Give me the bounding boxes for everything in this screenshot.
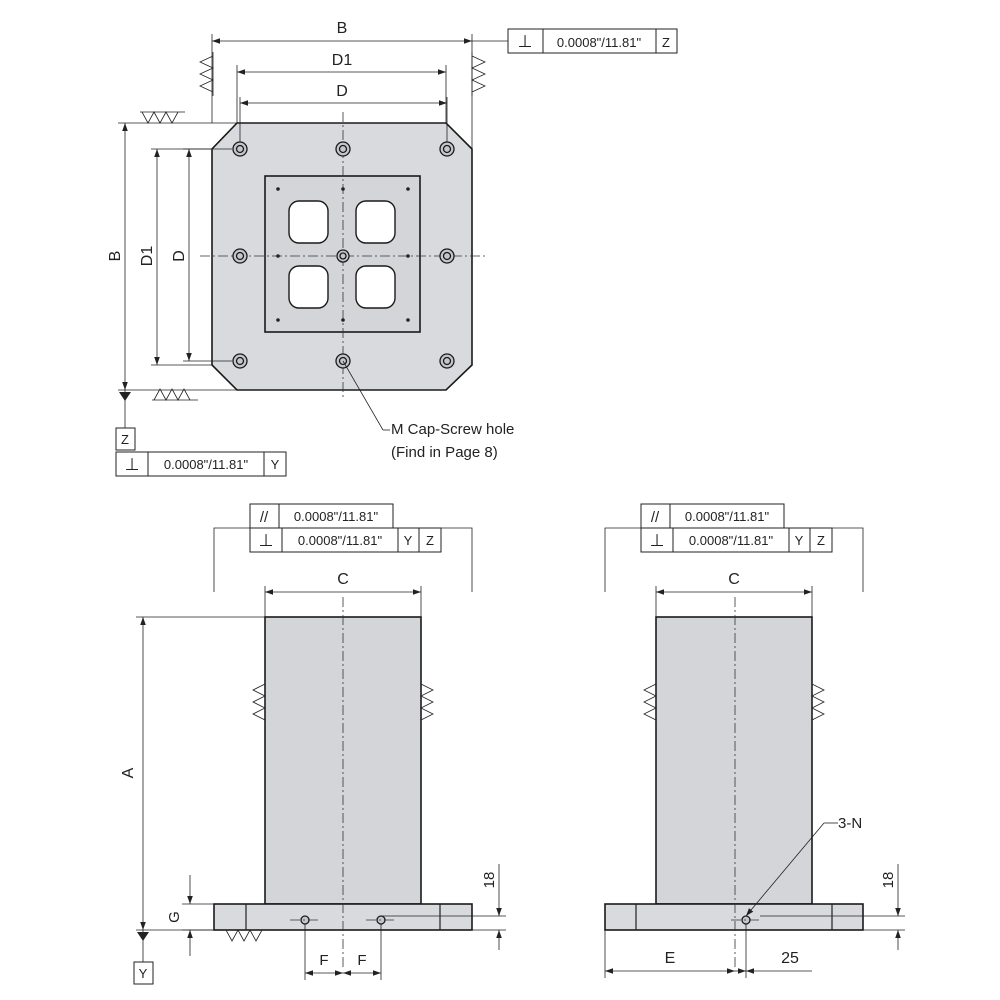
window-tr [355, 200, 396, 244]
dim-18-label: 18 [481, 872, 498, 889]
dim-F-label-1: F [319, 952, 328, 969]
dim-D1-vertical: D1 [139, 148, 212, 366]
dim-18-side: 18 [760, 864, 905, 950]
dim-18-side-label: 18 [880, 872, 897, 889]
pocket-dots [276, 187, 410, 322]
dim-D1-vertical-label: D1 [139, 246, 156, 267]
dim-D-label: D [336, 83, 348, 100]
screw-callout-line1: M Cap-Screw hole [391, 421, 514, 438]
screw-callout-line2: (Find in Page 8) [391, 444, 498, 461]
datum-Y: Y [404, 533, 413, 548]
dim-C-label: C [337, 571, 349, 588]
side-base [604, 903, 864, 931]
tap-callout-label: 3-N [838, 815, 862, 832]
dim-D1-label: D1 [332, 52, 353, 69]
dim-F-front: F F [304, 924, 382, 980]
perp-symbol: ⊥ [518, 32, 533, 51]
dim-C-side-label: C [728, 571, 740, 588]
dim-A: A [120, 616, 265, 930]
datum-Z: Z [662, 35, 670, 50]
dim-E-label: E [665, 950, 676, 967]
dim-D1-horizontal: D1 [236, 52, 447, 123]
datum-Y: Y [271, 457, 280, 472]
perp-symbol: ⊥ [259, 531, 274, 550]
front-view: C // 0.0008"/11.81" ⊥ 0.0008"/11.81" Y Z… [120, 503, 506, 985]
surface-finish-front-left [252, 681, 266, 726]
dim-25-label: 25 [781, 950, 799, 967]
datum-Y-box-label: Y [139, 966, 148, 981]
surface-finish-side-left [643, 681, 657, 726]
dim-C-front: C [264, 571, 422, 617]
top-view: B D1 D [107, 20, 678, 477]
dim-B-vertical-label: B [107, 251, 124, 262]
tolerance-value: 0.0008"/11.81" [557, 35, 642, 50]
window-bl [288, 265, 329, 309]
dim-B-label: B [337, 20, 348, 37]
surface-finish-front-bottom [223, 929, 266, 942]
tolerance-value: 0.0008"/11.81" [164, 457, 249, 472]
cap-screw-holes [232, 141, 455, 369]
surface-finish-bottom-left [152, 388, 198, 401]
dim-D-vertical: D [171, 148, 232, 362]
dim-F-label-2: F [357, 952, 366, 969]
datum-Z: Z [426, 533, 434, 548]
fcf-perp-top: ⊥ 0.0008"/11.81" Z [472, 28, 678, 54]
surface-finish-top-left [140, 111, 185, 124]
fcf-perp-left: ⊥ 0.0008"/11.81" Y [115, 451, 287, 477]
side-column [655, 616, 813, 905]
datum-Y: Y [795, 533, 804, 548]
dim-B-vertical: B [107, 122, 237, 391]
dim-25-side: 25 [735, 950, 812, 974]
dim-A-label: A [120, 767, 137, 778]
tolerance-value: 0.0008"/11.81" [685, 509, 770, 524]
fcf-front: // 0.0008"/11.81" ⊥ 0.0008"/11.81" Y Z [213, 503, 473, 592]
cap-screw-callout: M Cap-Screw hole (Find in Page 8) [342, 360, 514, 461]
parallel-symbol: // [260, 509, 269, 526]
dim-G-label: G [166, 911, 183, 923]
parallel-symbol: // [651, 509, 660, 526]
datum-Z-top-view: Z [115, 390, 136, 451]
perp-symbol: ⊥ [650, 531, 665, 550]
surface-finish-right-top [471, 52, 486, 96]
window-tl [288, 200, 329, 244]
datum-Z-box-label: Z [121, 432, 129, 447]
datum-Z: Z [817, 533, 825, 548]
tap-callout: 3-N [745, 815, 862, 917]
dim-G: G [166, 875, 214, 956]
dim-D-vertical-label: D [171, 250, 188, 262]
surface-finish-left-top [199, 52, 214, 96]
surface-finish-front-right [420, 681, 434, 726]
dim-18-front: 18 [381, 864, 506, 950]
tolerance-value: 0.0008"/11.81" [298, 533, 383, 548]
tolerance-value: 0.0008"/11.81" [294, 509, 379, 524]
fcf-side: // 0.0008"/11.81" ⊥ 0.0008"/11.81" Y Z [604, 503, 864, 592]
dim-E-side: E [604, 924, 747, 978]
window-br [355, 265, 396, 309]
datum-Y-front: Y [133, 929, 214, 985]
dim-D-horizontal: D [239, 83, 448, 142]
surface-finish-side-right [811, 681, 825, 726]
perp-symbol: ⊥ [125, 455, 140, 474]
tolerance-value: 0.0008"/11.81" [689, 533, 774, 548]
dim-C-side: C [655, 571, 813, 617]
side-view: C // 0.0008"/11.81" ⊥ 0.0008"/11.81" Y Z… [604, 503, 905, 978]
